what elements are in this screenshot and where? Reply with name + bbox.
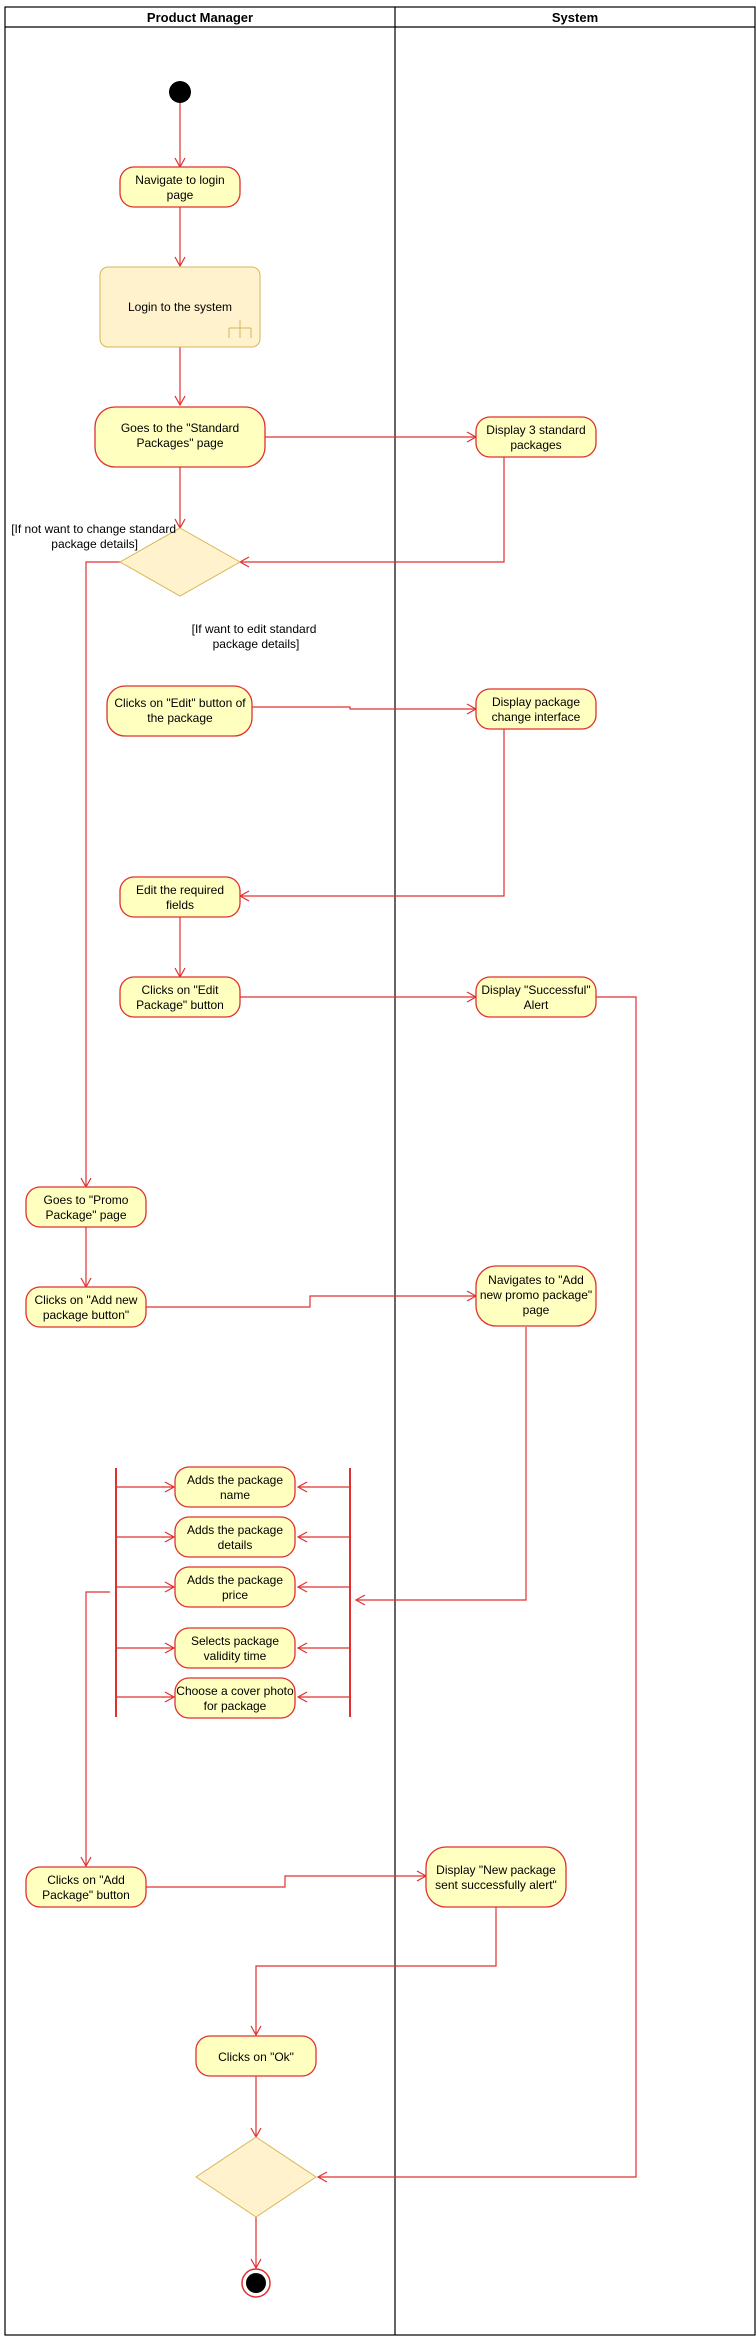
decision-edit-standard [118, 527, 242, 597]
lane-title-product-manager: Product Manager [147, 10, 253, 25]
svg-text:Clicks on "Ok": Clicks on "Ok" [218, 2050, 294, 2064]
svg-text:Login to the system: Login to the system [128, 300, 232, 314]
lane-title-system: System [552, 10, 598, 25]
action-clicks-ok: Clicks on "Ok" [195, 2035, 317, 2077]
action-display-successful-alert: Display "Successful"Alert [475, 976, 597, 1018]
svg-text:Display "Successful"Alert: Display "Successful"Alert [481, 983, 590, 1012]
initial-node-icon [169, 81, 191, 103]
swimlane-frame [4, 6, 756, 2336]
subactivity-login-system: Login to the system [99, 266, 261, 348]
control-flows [80, 103, 637, 2270]
final-node-icon [241, 2268, 271, 2298]
rake-icon [228, 320, 252, 338]
merge-node [195, 2136, 317, 2218]
